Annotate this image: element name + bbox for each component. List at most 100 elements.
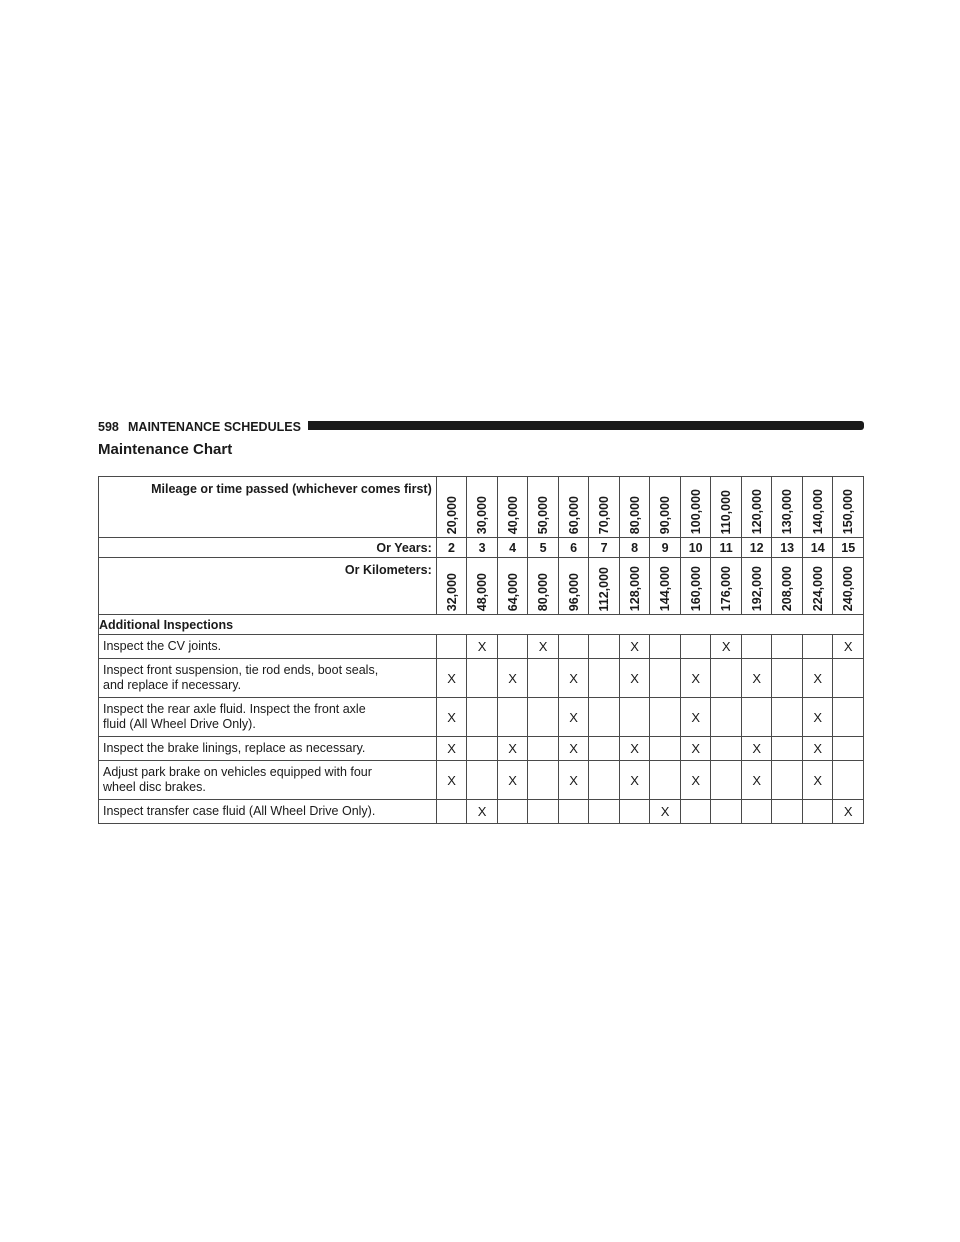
mileage-value: 120,000 bbox=[749, 488, 764, 534]
kilometers-cell: 48,000 bbox=[466, 557, 498, 615]
interval-mark bbox=[649, 697, 681, 737]
kilometers-value: 128,000 bbox=[627, 565, 642, 611]
interval-mark bbox=[618, 697, 651, 737]
interval-mark: X bbox=[679, 697, 712, 737]
year-value: 6 bbox=[557, 537, 590, 558]
interval-mark: X bbox=[801, 760, 834, 800]
interval-mark: X bbox=[679, 760, 712, 800]
interval-mark: X bbox=[466, 634, 498, 659]
kilometers-value: 144,000 bbox=[658, 565, 673, 611]
interval-mark bbox=[588, 697, 620, 737]
kilometers-cell: 80,000 bbox=[527, 557, 559, 615]
interval-mark: X bbox=[649, 799, 681, 824]
kilometers-label: Or Kilometers: bbox=[98, 557, 437, 615]
interval-mark: X bbox=[435, 736, 468, 761]
interval-mark: X bbox=[679, 658, 712, 698]
interval-mark: X bbox=[618, 634, 651, 659]
kilometers-cell: 224,000 bbox=[801, 557, 834, 615]
mileage-cell: 110,000 bbox=[710, 476, 742, 538]
interval-mark bbox=[527, 799, 559, 824]
interval-mark: X bbox=[557, 697, 590, 737]
interval-mark bbox=[588, 736, 620, 761]
interval-mark: X bbox=[618, 658, 651, 698]
mileage-label: Mileage or time passed (whichever comes … bbox=[98, 476, 437, 538]
interval-mark: X bbox=[710, 634, 742, 659]
interval-mark: X bbox=[801, 658, 834, 698]
kilometers-value: 80,000 bbox=[536, 572, 551, 611]
row-description: Adjust park brake on vehicles equipped w… bbox=[98, 760, 437, 800]
mileage-cell: 90,000 bbox=[649, 476, 681, 538]
kilometers-cell: 64,000 bbox=[496, 557, 529, 615]
interval-mark bbox=[832, 658, 864, 698]
interval-mark bbox=[588, 658, 620, 698]
interval-mark bbox=[832, 736, 864, 761]
mileage-value: 80,000 bbox=[627, 495, 642, 534]
mileage-cell: 130,000 bbox=[771, 476, 803, 538]
interval-mark bbox=[588, 799, 620, 824]
interval-mark bbox=[527, 736, 559, 761]
interval-mark bbox=[740, 697, 773, 737]
year-value: 4 bbox=[496, 537, 529, 558]
mileage-cell: 60,000 bbox=[557, 476, 590, 538]
interval-mark: X bbox=[557, 736, 590, 761]
interval-mark: X bbox=[496, 658, 529, 698]
mileage-cell: 20,000 bbox=[435, 476, 468, 538]
mileage-value: 130,000 bbox=[780, 488, 795, 534]
interval-mark bbox=[649, 658, 681, 698]
kilometers-cell: 192,000 bbox=[740, 557, 773, 615]
kilometers-cell: 32,000 bbox=[435, 557, 468, 615]
interval-mark: X bbox=[557, 760, 590, 800]
interval-mark bbox=[801, 634, 834, 659]
interval-mark bbox=[557, 634, 590, 659]
interval-mark: X bbox=[466, 799, 498, 824]
mileage-cell: 30,000 bbox=[466, 476, 498, 538]
interval-mark bbox=[649, 634, 681, 659]
interval-mark bbox=[496, 634, 529, 659]
running-head: 598 MAINTENANCE SCHEDULES bbox=[98, 418, 864, 436]
page-title: Maintenance Chart bbox=[98, 441, 233, 458]
mileage-value: 90,000 bbox=[658, 495, 673, 534]
interval-mark: X bbox=[832, 799, 864, 824]
kilometers-cell: 112,000 bbox=[588, 557, 620, 615]
kilometers-cell: 208,000 bbox=[771, 557, 803, 615]
year-value: 13 bbox=[771, 537, 803, 558]
interval-mark: X bbox=[801, 736, 834, 761]
interval-mark: X bbox=[527, 634, 559, 659]
year-value: 12 bbox=[740, 537, 773, 558]
interval-mark bbox=[740, 634, 773, 659]
interval-mark bbox=[496, 799, 529, 824]
interval-mark bbox=[466, 697, 498, 737]
kilometers-cell: 176,000 bbox=[710, 557, 742, 615]
page-number: 598 bbox=[98, 420, 119, 434]
row-description: Inspect the rear axle fluid. Inspect the… bbox=[98, 697, 437, 737]
mileage-value: 40,000 bbox=[505, 495, 520, 534]
row-description: Inspect the brake linings, replace as ne… bbox=[98, 736, 437, 761]
year-value: 8 bbox=[618, 537, 651, 558]
mileage-value: 100,000 bbox=[688, 488, 703, 534]
year-value: 2 bbox=[435, 537, 468, 558]
mileage-cell: 40,000 bbox=[496, 476, 529, 538]
kilometers-value: 96,000 bbox=[566, 572, 581, 611]
interval-mark bbox=[710, 658, 742, 698]
kilometers-value: 48,000 bbox=[475, 572, 490, 611]
mileage-value: 30,000 bbox=[475, 495, 490, 534]
interval-mark bbox=[588, 760, 620, 800]
interval-mark bbox=[801, 799, 834, 824]
interval-mark: X bbox=[740, 736, 773, 761]
mileage-row: Mileage or time passed (whichever comes … bbox=[98, 476, 864, 538]
interval-mark bbox=[771, 697, 803, 737]
interval-mark: X bbox=[740, 760, 773, 800]
section-row: Additional Inspections bbox=[98, 614, 864, 635]
maintenance-table: Mileage or time passed (whichever comes … bbox=[98, 476, 864, 824]
interval-mark: X bbox=[679, 736, 712, 761]
year-value: 9 bbox=[649, 537, 681, 558]
kilometers-value: 64,000 bbox=[505, 572, 520, 611]
kilometers-row: Or Kilometers: 32,000 48,000 64,000 80,000 9… bbox=[98, 557, 864, 615]
mileage-value: 150,000 bbox=[841, 488, 856, 534]
header-rule bbox=[308, 421, 864, 430]
interval-mark bbox=[466, 736, 498, 761]
mileage-cell: 70,000 bbox=[588, 476, 620, 538]
kilometers-value: 240,000 bbox=[841, 565, 856, 611]
